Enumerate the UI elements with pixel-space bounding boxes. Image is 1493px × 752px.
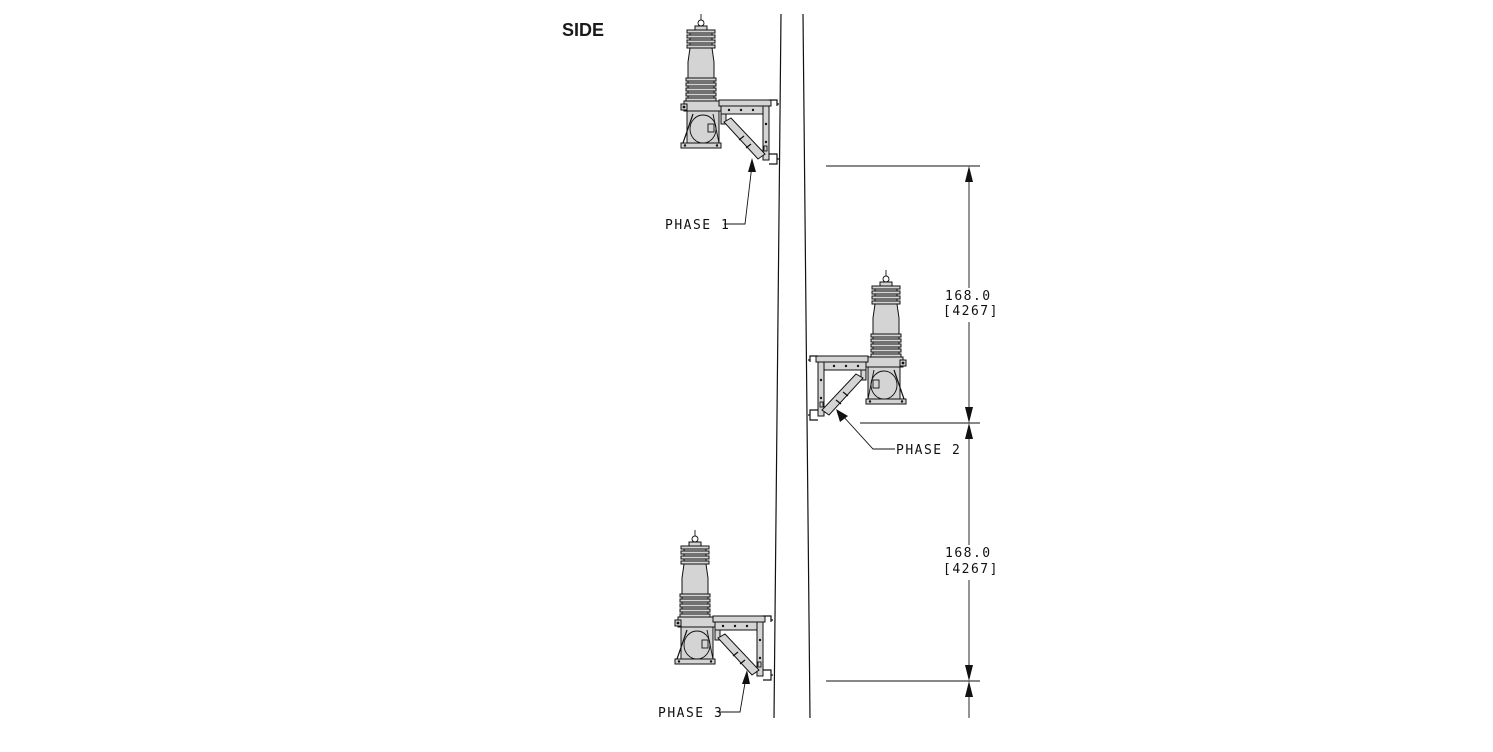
view-title: SIDE xyxy=(562,20,605,40)
pole-edge-left xyxy=(773,13,782,719)
dimension-1-inches: 168.0 xyxy=(945,289,992,304)
dimension-2-mm: [4267] xyxy=(943,562,999,577)
phase3-label: PHASE 3 xyxy=(658,706,723,721)
pole-edge-right xyxy=(802,13,811,719)
phase1-leader xyxy=(724,158,756,225)
phase3-recloser-icon xyxy=(674,529,774,681)
dimension-line-1 xyxy=(965,166,973,423)
phase2-recloser-icon xyxy=(807,269,907,421)
phase3-leader xyxy=(718,670,750,713)
dimension-line-2 xyxy=(965,423,973,718)
dimension-arrow-icon xyxy=(965,423,973,439)
phase2-leader xyxy=(836,409,895,450)
dimension-arrow-icon xyxy=(965,166,973,182)
dimension-arrow-icon xyxy=(965,681,973,697)
phase1-label: PHASE 1 xyxy=(665,218,730,233)
dimension-2-inches: 168.0 xyxy=(945,546,992,561)
dimension-1-mm: [4267] xyxy=(943,304,999,319)
dimension-arrow-icon xyxy=(965,665,973,681)
phase2-label: PHASE 2 xyxy=(896,443,961,458)
phase1-recloser-icon xyxy=(680,13,780,165)
dimension-arrow-icon xyxy=(965,407,973,423)
